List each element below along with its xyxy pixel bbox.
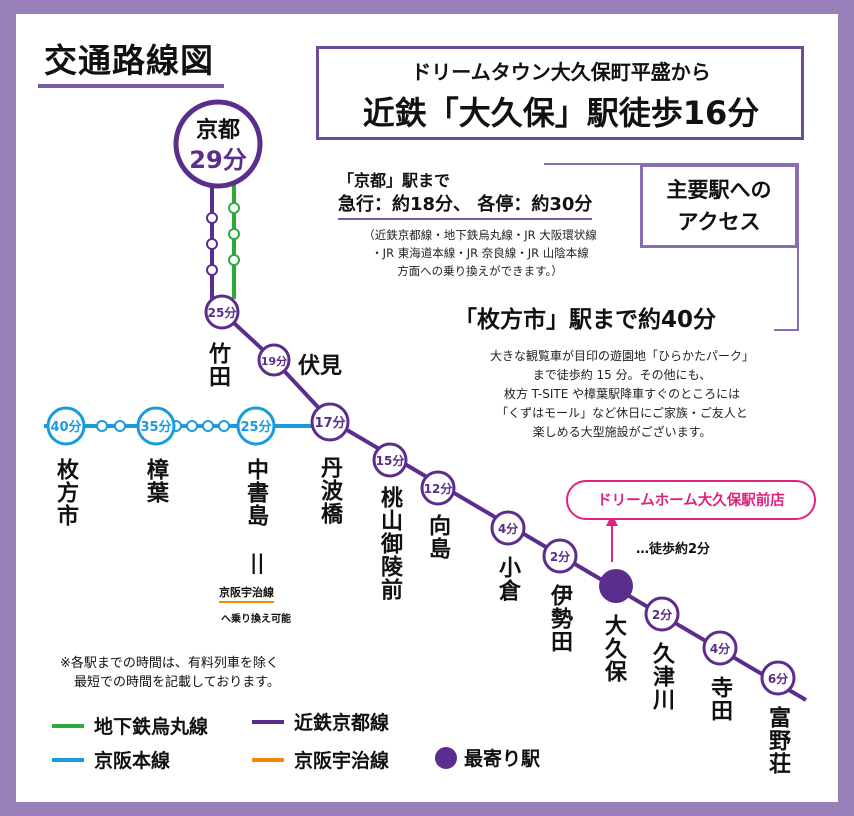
access-box [640, 164, 798, 248]
iseda-station-badge [542, 538, 578, 574]
store-arrow-head [606, 514, 618, 526]
headline-line2: 近鉄「大久保」駅徒歩16分 [362, 94, 760, 132]
momoyama-time: 15分 [376, 453, 405, 468]
kyoto-station-time: 29分 [189, 146, 247, 174]
small-station [206, 264, 218, 276]
fushimi-time: 19分 [261, 354, 287, 368]
small-station [96, 420, 108, 432]
page-title: 交通路線図 [38, 34, 224, 88]
station-name-iseda: 伊勢田 [547, 584, 572, 653]
small-station [206, 212, 218, 224]
kyoto-station-circle [173, 99, 263, 189]
hirakata-desc-line: 枚方 T-SITE や樟葉駅降車すぐのところには [503, 387, 741, 401]
legend-kintetsu-label: 近鉄京都線 [294, 712, 390, 734]
kyoto-station-name: 京都 [195, 118, 240, 143]
legend-keihan-label: 京阪本線 [94, 750, 171, 772]
small-station [228, 202, 240, 214]
uji-transfer-note: へ乗り換え可能 [221, 614, 291, 625]
station-name-ogura: 小倉 [495, 556, 520, 602]
uji-line-label: 京阪宇治線 [219, 584, 274, 603]
kutsukawa-station-badge [644, 596, 680, 632]
footnote-line: 最短での時間を記載しております。 [74, 675, 280, 690]
okubo-nearest-station [599, 569, 633, 603]
headline-box [316, 46, 804, 140]
kyoto-info-times: 急行：約18分、 各停：約30分 [338, 190, 593, 220]
small-station [202, 420, 214, 432]
station-name-fushimi: 伏見 [298, 354, 343, 379]
transfer-equals-mark: || [250, 550, 265, 574]
tonoshou-time: 6分 [768, 671, 788, 686]
station-name-tonoshou: 富野荘 [765, 706, 790, 775]
terada-station-badge [702, 630, 738, 666]
access-label-line2: アクセス [677, 210, 761, 234]
route-lines: 40分 35分 25分 25分 19分 17分 15分 12分 4分 2分 2分… [44, 99, 808, 769]
hirakata-info-title: 「枚方市」駅まで約40分 [454, 307, 717, 333]
mukaijima-station-badge [420, 470, 456, 506]
momoyama-station-badge [372, 442, 408, 478]
small-station [114, 420, 126, 432]
station-name-tambabashi: 丹波橋 [317, 456, 342, 525]
legend-uji-label: 京阪宇治線 [294, 750, 390, 772]
transfer-note: （近鉄京都線・地下鉄烏丸線・JR 大阪環状線 ・JR 東海道本線・JR 奈良線・… [330, 226, 630, 280]
ogura-station-badge [490, 510, 526, 546]
takeda-station-badge [204, 294, 240, 330]
station-name-okubo: 大久保 [601, 614, 626, 683]
chushojima-time: 25分 [240, 419, 271, 435]
access-label: 主要駅への アクセス [640, 174, 798, 238]
store-label: ドリームホーム大久保駅前店 [597, 493, 785, 509]
hirakata-desc-line: 大きな観覧車が目印の遊園地「ひらかたパーク」 [489, 349, 754, 363]
small-station [228, 228, 240, 240]
route-map: 40分 35分 25分 25分 19分 17分 15分 12分 4分 2分 2分… [16, 14, 838, 802]
headline-line1: ドリームタウン大久保町平盛から [411, 60, 711, 84]
takeda-time: 25分 [208, 305, 237, 320]
station-name-mukaijima: 向島 [425, 514, 450, 560]
hirakatashi-time: 40分 [50, 419, 81, 435]
station-name-kuzuha: 樟葉 [143, 458, 168, 504]
chushojima-station-badge [236, 406, 276, 446]
legend-nearest-label: 最寄り駅 [464, 748, 541, 770]
small-station [228, 254, 240, 266]
access-label-line1: 主要駅への [666, 178, 772, 202]
store-box [566, 480, 816, 520]
station-name-chushojima: 中書島 [243, 458, 268, 527]
transfer-note-line: 方面への乗り換えができます。） [397, 264, 563, 278]
kuzuha-time: 35分 [140, 419, 171, 435]
iseda-time: 2分 [550, 549, 570, 564]
footnote-line: ※各駅までの時間は、有料列車を除く [60, 656, 279, 671]
hirakata-desc-line: 楽しめる大型施設がございます。 [532, 425, 712, 439]
hirakatashi-station-badge [46, 406, 86, 446]
small-station [186, 420, 198, 432]
terada-time: 4分 [710, 641, 730, 656]
hirakata-description: 大きな観覧車が目印の遊園地「ひらかたパーク」 まで徒歩約 15 分。その他にも、… [446, 347, 798, 442]
station-name-hirakatashi: 枚方市 [53, 458, 78, 527]
kyoto-info-title: 「京都」駅まで [338, 171, 451, 190]
tambabashi-time: 17分 [314, 415, 345, 431]
hirakata-desc-line: 「くずはモール」など休日にご家族・ご友人と [496, 406, 748, 420]
hirakata-desc-line: まで徒歩約 15 分。その他にも、 [532, 368, 712, 382]
station-name-kutsukawa: 久津川 [649, 642, 674, 711]
station-name-terada: 寺田 [707, 676, 732, 722]
station-name-takeda: 竹田 [205, 342, 230, 388]
tambabashi-station-badge [310, 402, 350, 442]
kuzuha-station-badge [136, 406, 176, 446]
footnote: ※各駅までの時間は、有料列車を除く 最短での時間を記載しております。 [60, 654, 280, 692]
transfer-note-line: （近鉄京都線・地下鉄烏丸線・JR 大阪環状線 [363, 228, 597, 242]
legend-subway-label: 地下鉄烏丸線 [94, 716, 209, 738]
transfer-note-line: ・JR 東海道本線・JR 奈良線・JR 山陰本線 [371, 246, 589, 260]
kutsukawa-time: 2分 [652, 607, 672, 622]
station-name-momoyama: 桃山御陵前 [377, 486, 402, 601]
store-walk-time: …徒歩約2分 [636, 542, 711, 557]
ogura-time: 4分 [498, 521, 518, 536]
small-station [206, 238, 218, 250]
fushimi-station-badge [257, 343, 291, 377]
tonoshou-station-badge [760, 660, 796, 696]
mukaijima-time: 12分 [424, 481, 453, 496]
small-station [218, 420, 230, 432]
legend-nearest-dot [435, 747, 457, 769]
